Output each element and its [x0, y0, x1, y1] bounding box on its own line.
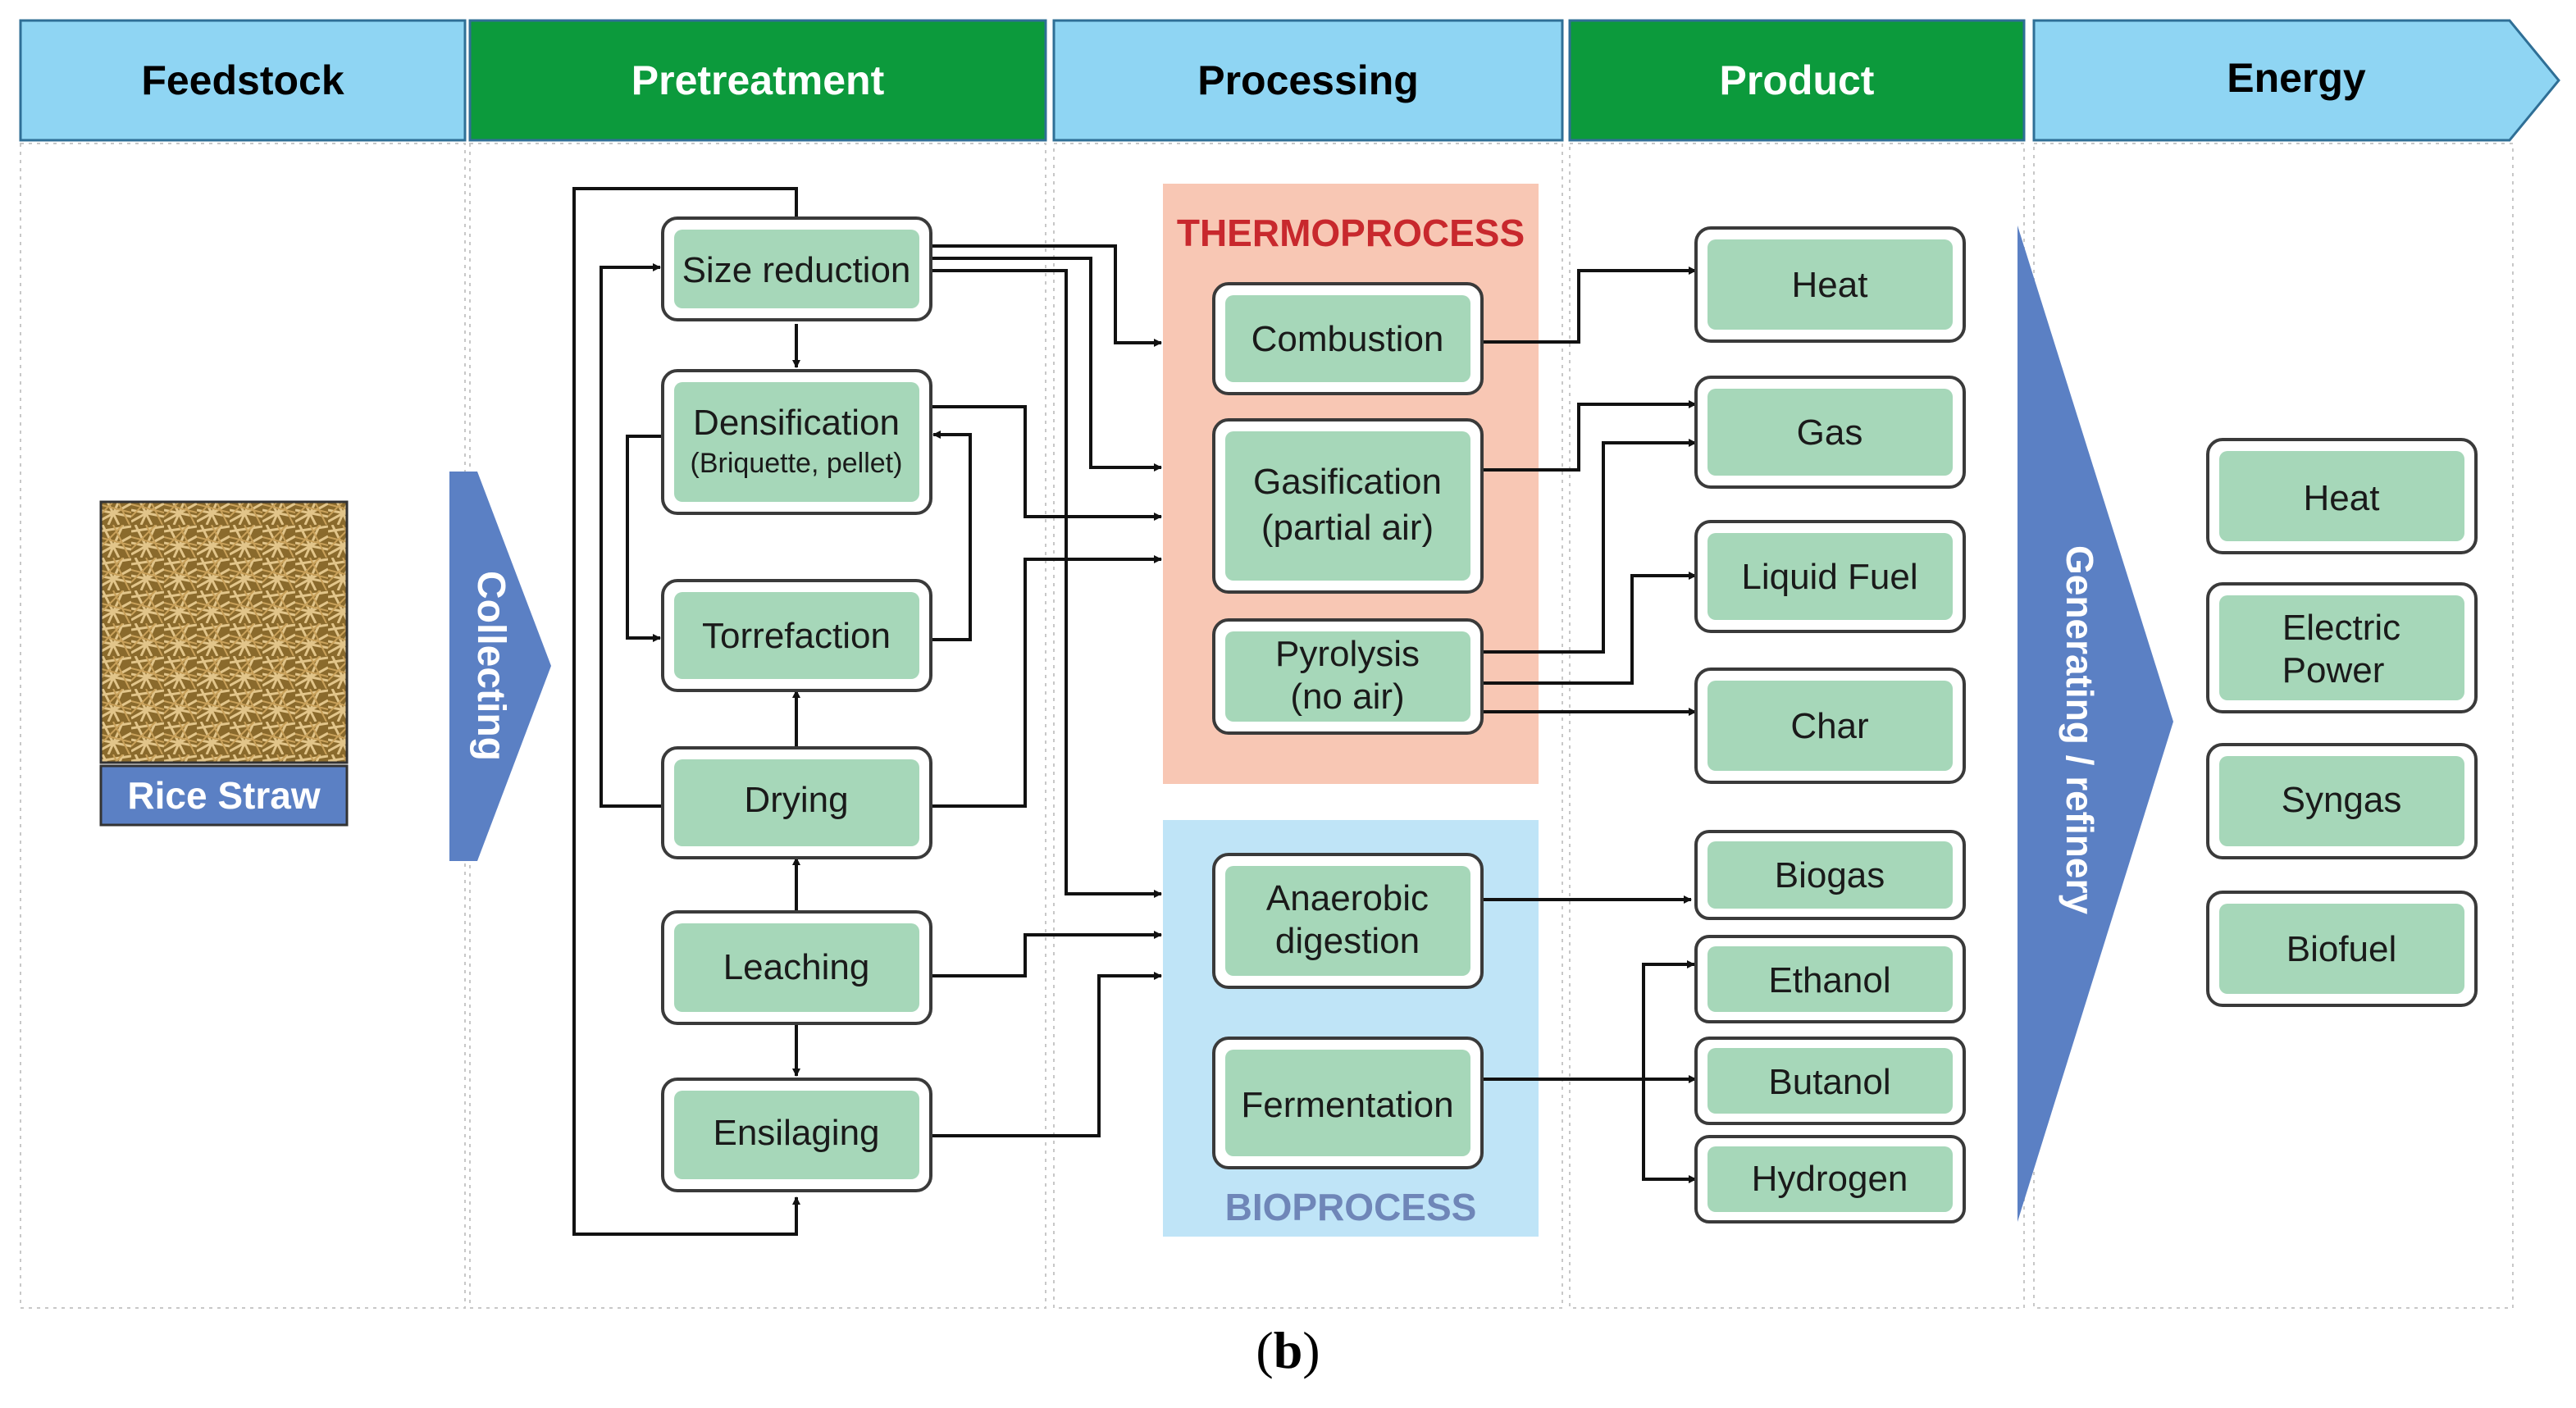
- node-leaching: Leaching: [661, 910, 932, 1025]
- product-gas-label: Gas: [1797, 412, 1863, 453]
- leaching-label: Leaching: [723, 947, 870, 987]
- generating-refinery-chevron: Generating / refinery: [2017, 226, 2173, 1222]
- header-processing-label: Processing: [1197, 57, 1419, 103]
- digestion-label: digestion: [1275, 921, 1420, 961]
- node-product-butanol: Butanol: [1694, 1037, 1966, 1125]
- node-product-gas: Gas: [1694, 376, 1966, 489]
- node-ensilaging: Ensilaging: [661, 1078, 932, 1192]
- header-energy-label: Energy: [2227, 55, 2366, 101]
- product-liquid-fuel-label: Liquid Fuel: [1741, 557, 1917, 597]
- drying-label: Drying: [744, 780, 848, 820]
- energy-power-label: Power: [2282, 650, 2385, 690]
- densification-sublabel: (Briquette, pellet): [691, 448, 903, 479]
- node-gasification: Gasification (partial air): [1212, 418, 1484, 594]
- torrefaction-label: Torrefaction: [702, 616, 891, 656]
- header-feedstock: Feedstock: [19, 19, 467, 142]
- node-energy-electric-power: Electric Power: [2206, 582, 2478, 713]
- node-fermentation: Fermentation: [1212, 1037, 1484, 1169]
- collecting-label: Collecting: [469, 571, 513, 761]
- node-product-biogas: Biogas: [1694, 830, 1966, 920]
- node-energy-syngas: Syngas: [2206, 743, 2478, 859]
- header-energy: Energy: [2032, 19, 2560, 142]
- densification-label: Densification: [693, 403, 900, 443]
- product-hydrogen-label: Hydrogen: [1752, 1159, 1908, 1199]
- node-anaerobic-digestion: Anaerobic digestion: [1212, 853, 1484, 989]
- node-size-reduction: Size reduction: [661, 216, 932, 321]
- rice-straw-label: Rice Straw: [127, 774, 320, 817]
- energy-syngas-label: Syngas: [2282, 780, 2402, 820]
- product-biogas-label: Biogas: [1775, 855, 1885, 895]
- node-product-hydrogen: Hydrogen: [1694, 1135, 1966, 1223]
- product-char-label: Char: [1790, 706, 1868, 746]
- node-product-ethanol: Ethanol: [1694, 935, 1966, 1023]
- figure-caption: (b): [1256, 1321, 1320, 1379]
- fermentation-label: Fermentation: [1241, 1085, 1453, 1125]
- anaerobic-label: Anaerobic: [1266, 878, 1429, 918]
- product-heat-label: Heat: [1792, 265, 1868, 305]
- rice-straw-label-box: Rice Straw: [99, 764, 349, 827]
- generating-refinery-label: Generating / refinery: [2059, 545, 2101, 914]
- header-pretreatment-label: Pretreatment: [631, 57, 885, 103]
- node-combustion: Combustion: [1212, 282, 1484, 395]
- connectors: [572, 187, 1697, 1236]
- bioprocess-title: BIOPROCESS: [1225, 1186, 1477, 1228]
- gasification-sublabel: (partial air): [1261, 508, 1434, 548]
- header-product: Product: [1568, 19, 2026, 142]
- node-torrefaction: Torrefaction: [661, 579, 932, 692]
- node-energy-biofuel: Biofuel: [2206, 891, 2478, 1007]
- product-ethanol-label: Ethanol: [1768, 960, 1890, 1000]
- caption-letter: b: [1273, 1321, 1303, 1379]
- node-densification: Densification (Briquette, pellet): [661, 369, 932, 515]
- pyrolysis-sublabel: (no air): [1290, 677, 1404, 717]
- ensilaging-label: Ensilaging: [713, 1113, 879, 1153]
- header-processing: Processing: [1052, 19, 1564, 142]
- pyrolysis-label: Pyrolysis: [1275, 634, 1420, 674]
- energy-biofuel-label: Biofuel: [2286, 929, 2397, 969]
- node-energy-heat: Heat: [2206, 438, 2478, 554]
- node-product-heat: Heat: [1694, 226, 1966, 343]
- product-butanol-label: Butanol: [1768, 1062, 1890, 1102]
- rice-straw-photo: [99, 500, 349, 764]
- energy-heat-label: Heat: [2304, 478, 2380, 518]
- gasification-label: Gasification: [1253, 462, 1442, 502]
- collecting-chevron: Collecting: [449, 472, 551, 861]
- node-pyrolysis: Pyrolysis (no air): [1212, 618, 1484, 735]
- combustion-label: Combustion: [1252, 319, 1444, 359]
- size-reduction-label: Size reduction: [682, 250, 911, 290]
- header-pretreatment: Pretreatment: [468, 19, 1047, 142]
- header-product-label: Product: [1720, 57, 1875, 103]
- energy-electric-label: Electric: [2282, 608, 2400, 648]
- node-product-liquid-fuel: Liquid Fuel: [1694, 520, 1966, 633]
- node-drying: Drying: [661, 746, 932, 859]
- header-feedstock-label: Feedstock: [141, 57, 344, 103]
- thermoprocess-title: THERMOPROCESS: [1177, 212, 1525, 254]
- node-product-char: Char: [1694, 668, 1966, 784]
